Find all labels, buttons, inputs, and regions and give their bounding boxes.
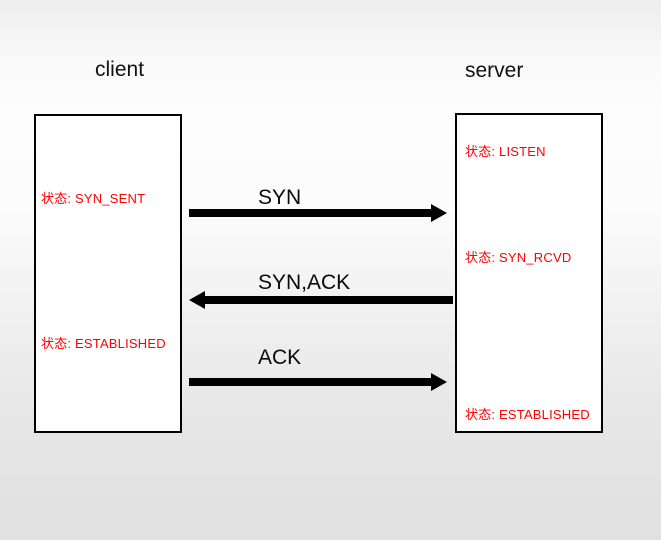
client-title: client xyxy=(95,58,145,81)
server-title: server xyxy=(465,59,524,82)
syn-ack-arrow-shaft xyxy=(205,296,453,304)
ack-arrow-shaft xyxy=(189,378,432,386)
ack-label: ACK xyxy=(258,346,302,369)
client-box xyxy=(34,114,182,433)
ack-arrowhead-right-icon xyxy=(431,373,447,391)
client-state-established: 状态: ESTABLISHED xyxy=(41,336,166,351)
server-box xyxy=(455,113,603,433)
server-state-listen: 状态: LISTEN xyxy=(465,144,546,159)
syn-ack-label: SYN,ACK xyxy=(258,271,351,294)
server-state-established: 状态: ESTABLISHED xyxy=(465,407,590,422)
syn-arrowhead-right-icon xyxy=(431,204,447,222)
syn-ack-arrowhead-left-icon xyxy=(189,291,205,309)
client-state-syn-sent: 状态: SYN_SENT xyxy=(41,191,146,206)
server-state-syn-rcvd: 状态: SYN_RCVD xyxy=(465,250,572,265)
syn-arrow-shaft xyxy=(189,209,432,217)
syn-label: SYN xyxy=(258,186,302,209)
